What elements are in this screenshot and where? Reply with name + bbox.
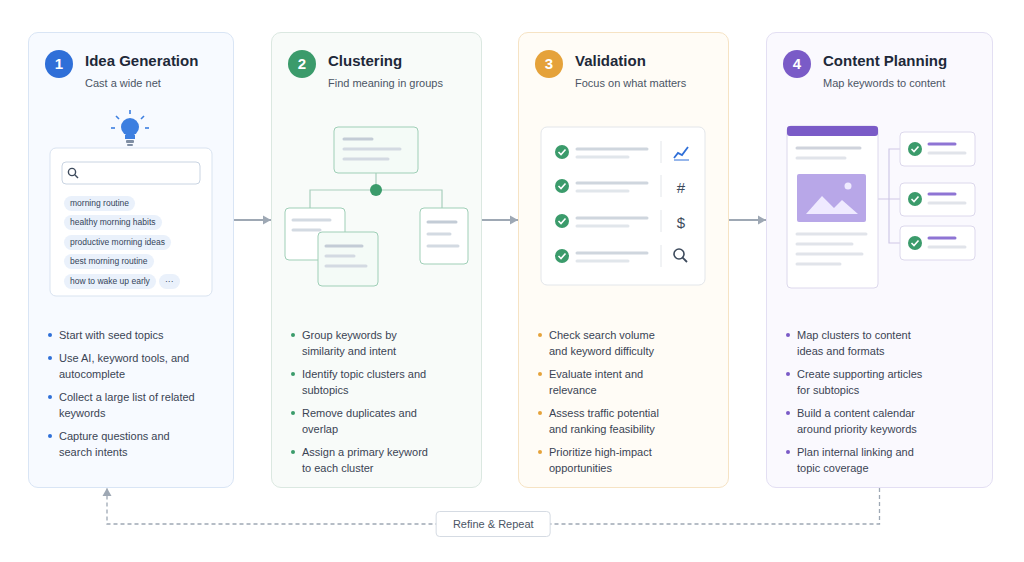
step-number: 4 — [783, 50, 811, 78]
icon-symbol: $ — [677, 214, 685, 231]
bullet-item: Check search volume and keyword difficul… — [549, 327, 667, 359]
bullet-dot — [48, 395, 52, 399]
bullet-text: Capture questions and search intents — [59, 430, 170, 458]
tag-text: morning routine — [70, 198, 129, 208]
step-title: Content Planning — [823, 52, 947, 69]
number-text: 1 — [55, 55, 63, 72]
step-subtitle: Map keywords to content — [823, 77, 945, 89]
bullet-item: Remove duplicates and overlap — [302, 405, 430, 437]
flow-arrow — [234, 216, 271, 225]
bullet-text: Assign a primary keyword to each cluster — [302, 446, 428, 474]
bullet-dot — [291, 333, 295, 337]
bullet-item: Assign a primary keyword to each cluster — [302, 444, 430, 476]
bullet-item: Create supporting articles for subtopics — [797, 366, 937, 398]
number-text: 2 — [298, 55, 306, 72]
step-card: ValidationFocus on what mattersCheck sea… — [518, 32, 729, 488]
tag-text: ··· — [165, 276, 174, 286]
bullet-text: Use AI, keyword tools, and autocomplete — [59, 352, 189, 380]
arrow-head — [758, 216, 766, 225]
bullet-dot — [538, 333, 542, 337]
step-title: Clustering — [328, 52, 402, 69]
step-number: 1 — [45, 50, 73, 78]
bullet-dot — [786, 333, 790, 337]
bullet-list: Check search volume and keyword difficul… — [549, 327, 667, 483]
bullet-text: Create supporting articles for subtopics — [797, 368, 922, 396]
step-title: Idea Generation — [85, 52, 198, 69]
bullet-text: Build a content calendar around priority… — [797, 407, 917, 435]
tag-text: how to wake up early — [70, 276, 150, 286]
bullet-item: Prioritize high-impact opportunities — [549, 444, 667, 476]
bullet-item: Use AI, keyword tools, and autocomplete — [59, 350, 199, 382]
bullet-item: Evaluate intent and relevance — [549, 366, 667, 398]
step-number: 3 — [535, 50, 563, 78]
number-text: 3 — [545, 55, 553, 72]
tag-text: healthy morning habits — [70, 217, 156, 227]
bullet-text: Map clusters to content ideas and format… — [797, 329, 911, 357]
bullet-list: Group keywords by similarity and intentI… — [302, 327, 430, 483]
tag-text: best morning routine — [70, 256, 148, 266]
bullet-list: Map clusters to content ideas and format… — [797, 327, 937, 483]
bullet-dot — [291, 411, 295, 415]
connector-line — [729, 219, 766, 221]
arrow-head — [103, 488, 112, 496]
flow-arrow — [482, 216, 518, 225]
keyword-tag: how to wake up early — [64, 274, 156, 289]
tag-text: productive morning ideas — [70, 237, 165, 247]
bullet-text: Evaluate intent and relevance — [549, 368, 643, 396]
step-title: Validation — [575, 52, 646, 69]
bullet-item: Capture questions and search intents — [59, 428, 199, 460]
bullet-text: Assess traffic potential and ranking fea… — [549, 407, 659, 435]
bullet-item: Group keywords by similarity and intent — [302, 327, 430, 359]
bullet-dot — [538, 372, 542, 376]
bullet-item: Plan internal linking and topic coverage — [797, 444, 937, 476]
keyword-tag: productive morning ideas — [64, 235, 171, 250]
bullet-dot — [786, 411, 790, 415]
icon-symbol: # — [677, 179, 685, 196]
number-text: 4 — [793, 55, 801, 72]
connector-line — [482, 219, 518, 221]
keyword-tag: healthy morning habits — [64, 215, 162, 230]
bullet-dot — [291, 372, 295, 376]
keyword-tag: best morning routine — [64, 254, 154, 269]
keyword-tag: morning routine — [64, 196, 135, 211]
bullet-item: Build a content calendar around priority… — [797, 405, 937, 437]
bullet-text: Identify topic clusters and subtopics — [302, 368, 426, 396]
bullet-text: Prioritize high-impact opportunities — [549, 446, 652, 474]
bullet-list: Start with seed topicsUse AI, keyword to… — [59, 327, 199, 467]
bullet-item: Start with seed topics — [59, 327, 199, 343]
bullet-dot — [786, 450, 790, 454]
keyword-tag: ··· — [159, 274, 180, 289]
bullet-dot — [538, 411, 542, 415]
bullet-dot — [48, 356, 52, 360]
bullet-text: Collect a large list of related keywords — [59, 391, 195, 419]
bullet-dot — [48, 333, 52, 337]
step-subtitle: Cast a wide net — [85, 77, 161, 89]
step-subtitle: Find meaning in groups — [328, 77, 443, 89]
bullet-dot — [48, 434, 52, 438]
bullet-text: Start with seed topics — [59, 329, 164, 341]
flow-arrow — [729, 216, 766, 225]
bullet-text: Plan internal linking and topic coverage — [797, 446, 914, 474]
step-number: 2 — [288, 50, 316, 78]
bullet-item: Collect a large list of related keywords — [59, 389, 199, 421]
bullet-dot — [538, 450, 542, 454]
bullet-text: Check search volume and keyword difficul… — [549, 329, 655, 357]
bullet-dot — [291, 450, 295, 454]
step-card: Content PlanningMap keywords to contentM… — [766, 32, 993, 488]
connector-line — [234, 219, 271, 221]
arrow-head — [263, 216, 271, 225]
step-subtitle: Focus on what matters — [575, 77, 686, 89]
bullet-item: Assess traffic potential and ranking fea… — [549, 405, 667, 437]
arrow-head — [510, 216, 518, 225]
bullet-dot — [786, 372, 790, 376]
bullet-text: Remove duplicates and overlap — [302, 407, 417, 435]
loop-label: Refine & Repeat — [436, 511, 551, 537]
step-card: Idea GenerationCast a wide netStart with… — [28, 32, 234, 488]
step-card: ClusteringFind meaning in groupsGroup ke… — [271, 32, 482, 488]
bullet-item: Map clusters to content ideas and format… — [797, 327, 937, 359]
bullet-text: Group keywords by similarity and intent — [302, 329, 397, 357]
bullet-item: Identify topic clusters and subtopics — [302, 366, 430, 398]
